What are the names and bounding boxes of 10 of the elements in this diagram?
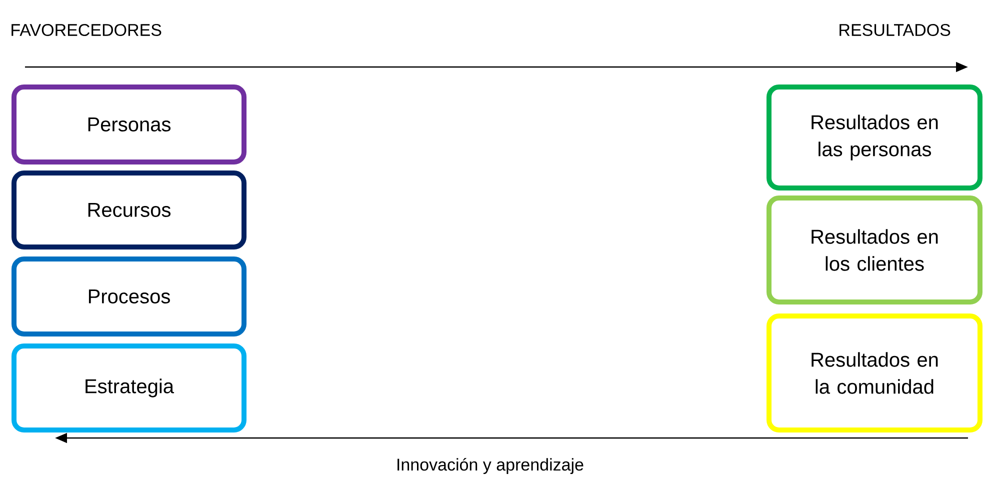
process-box: Resultados en la comunidad bbox=[766, 314, 982, 432]
process-box: Resultados en las personas bbox=[766, 84, 982, 190]
process-box: Estrategia bbox=[12, 344, 246, 432]
process-box: Procesos bbox=[12, 256, 246, 336]
arrow-caption: Innovación y aprendizaje bbox=[398, 458, 584, 474]
process-box: Resultados en los clientes bbox=[766, 196, 982, 304]
heading-label: FAVORECEDORES bbox=[12, 24, 162, 36]
heading-label: RESULTADOS bbox=[840, 24, 950, 36]
process-box: Personas bbox=[12, 84, 246, 164]
process-box: Recursos bbox=[12, 170, 246, 250]
